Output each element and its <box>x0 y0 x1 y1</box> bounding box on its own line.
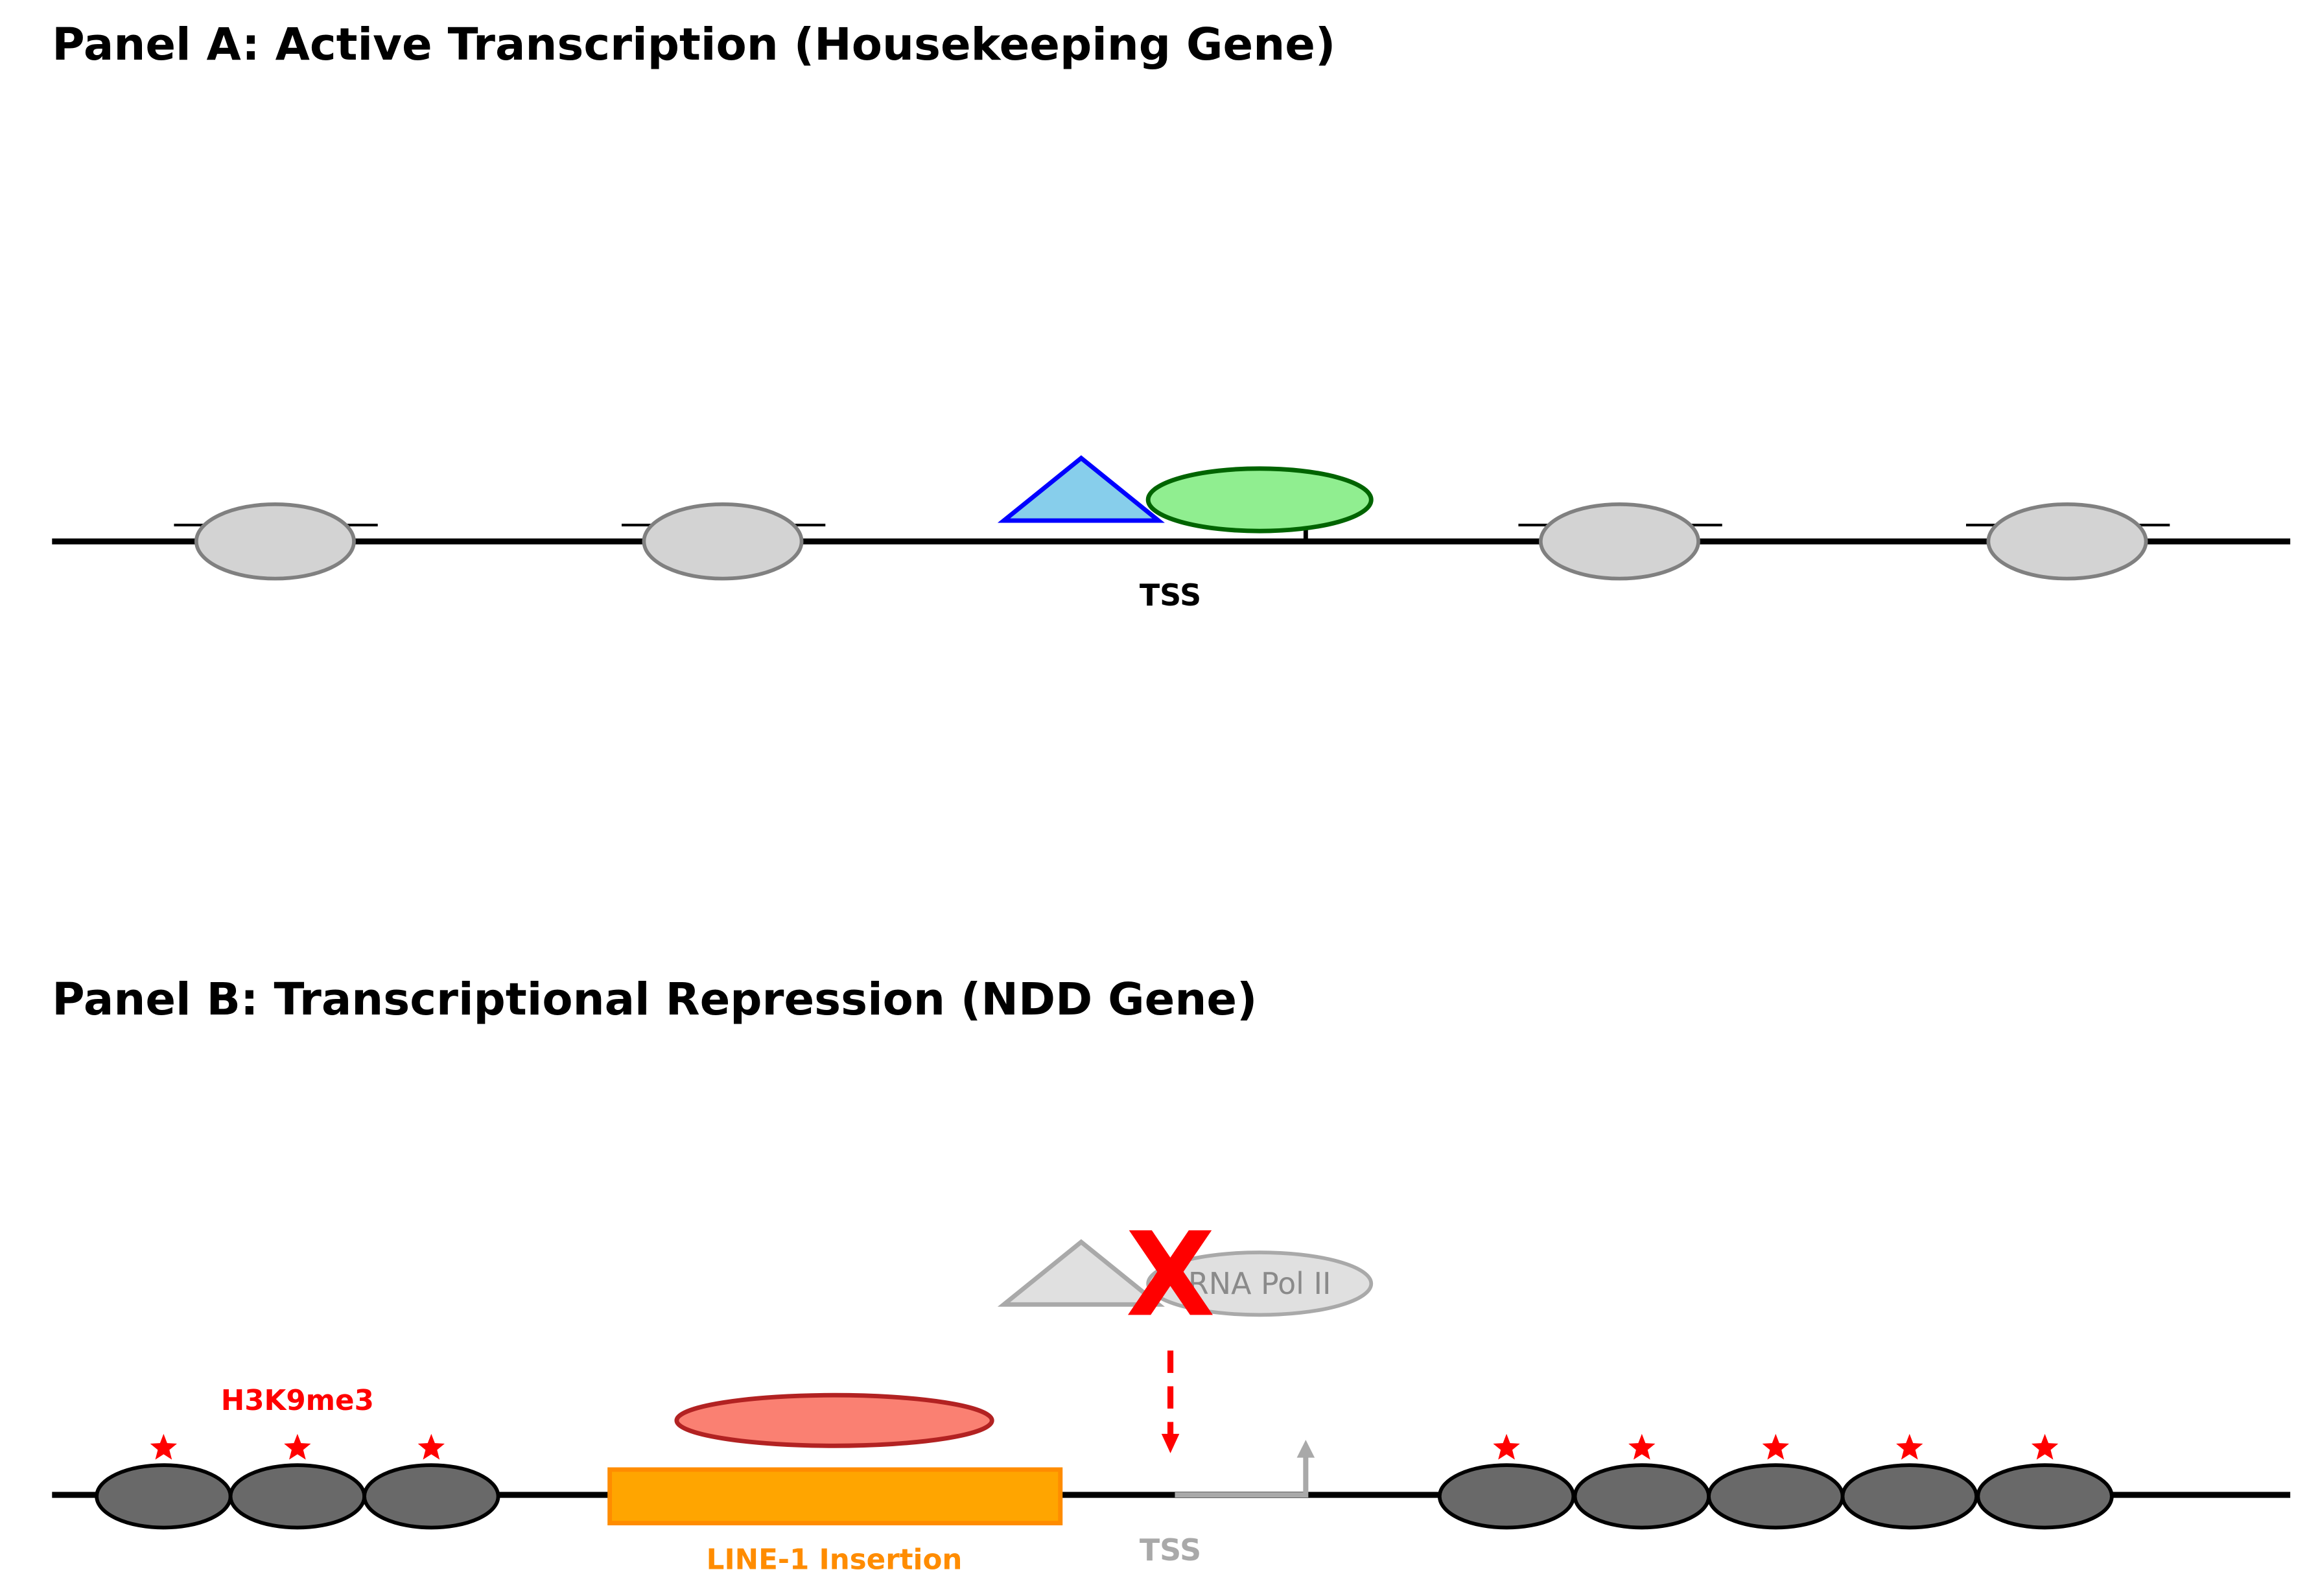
panel-a-nucleosome-4 <box>1965 502 2170 581</box>
panel-b-tss-arrowhead <box>1296 1440 1315 1458</box>
panel-b-nucleosome-5 <box>1573 1463 1711 1530</box>
panel-b-title: Panel B: Transcriptional Repression (NDD… <box>52 974 1257 1026</box>
panel-a-nucleosome-2 <box>621 502 826 581</box>
panel-b: Panel B: Transcriptional Repression (NDD… <box>52 974 2291 1577</box>
panel-a-title: Panel A: Active Transcription (Housekeep… <box>52 19 1335 71</box>
panel-b-nucleosome-7 <box>1840 1463 1978 1530</box>
h3k9me3-star-icon <box>1762 1433 1789 1460</box>
h3k9me3-star-icon <box>1628 1433 1656 1460</box>
rna-pol-ii-label: RNA Pol II <box>1188 1266 1331 1301</box>
panel-b-nucleosome-2 <box>228 1463 366 1530</box>
panel-b-nucleosome-6 <box>1707 1463 1845 1530</box>
panel-a-nucleosome-3 <box>1518 502 1722 581</box>
panel-b-tss-arrow <box>1175 1455 1309 1497</box>
panel-a-transcription-factor <box>997 455 1165 523</box>
krab-zfp-repressor <box>674 1392 994 1448</box>
h3k9me3-star-icon <box>2031 1433 2059 1460</box>
h3k9me3-label: H3K9me3 <box>221 1385 374 1417</box>
panel-a-nucleosome-1 <box>174 502 378 581</box>
repression-arrowhead-icon <box>1161 1433 1180 1453</box>
line1-insertion-label: LINE-1 Insertion <box>707 1544 963 1577</box>
h3k9me3-star-icon <box>150 1433 178 1460</box>
panel-a-tss-label: TSS <box>1140 578 1201 613</box>
h3k9me3-star-icon <box>284 1433 311 1460</box>
panel-a-rna-pol-ii <box>1145 466 1374 534</box>
panel-b-nucleosome-1 <box>95 1463 233 1530</box>
panel-b-tss-label: TSS <box>1140 1532 1201 1567</box>
panel-b-transcription-factor-faded <box>997 1239 1165 1307</box>
h3k9me3-marks <box>150 1433 2059 1460</box>
panel-b-nucleosome-3 <box>362 1463 500 1530</box>
panel-b-nucleosome-8 <box>1976 1463 2114 1530</box>
panel-b-rna-pol-ii-faded <box>1146 1250 1374 1317</box>
h3k9me3-star-icon <box>1493 1433 1520 1460</box>
panel-a: Panel A: Active Transcription (Housekeep… <box>52 19 2291 613</box>
blocked-x-icon: X <box>1126 1208 1215 1343</box>
h3k9me3-star-icon <box>1896 1433 1923 1460</box>
h3k9me3-star-icon <box>417 1433 445 1460</box>
line1-insertion-box <box>607 1467 1063 1526</box>
panel-b-nucleosome-4 <box>1437 1463 1576 1530</box>
